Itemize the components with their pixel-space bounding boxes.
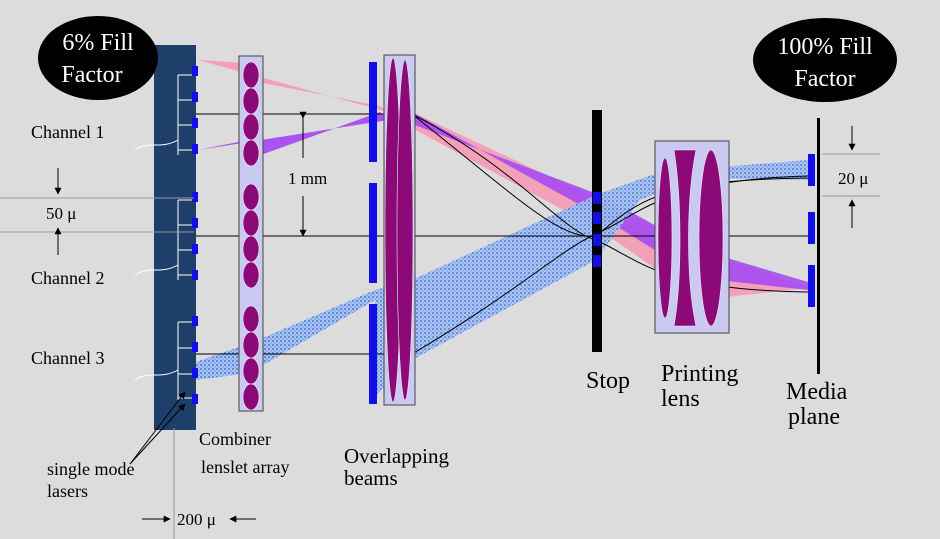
stop-label: Stop bbox=[586, 368, 630, 394]
fill-factor-badge-100-line1: 100% Fill bbox=[777, 34, 873, 60]
overlap-label-line2: beams bbox=[344, 466, 398, 490]
pitch-label: 50 μ bbox=[46, 204, 76, 223]
stop bbox=[592, 110, 602, 352]
fill-factor-badge-6-line2: Factor bbox=[61, 62, 122, 88]
emitter-leads bbox=[134, 74, 192, 400]
channel-1-label: Channel 1 bbox=[31, 122, 105, 142]
media-plane bbox=[808, 118, 820, 374]
combiner-lenslets bbox=[242, 61, 260, 411]
channel-spacing-label: 1 mm bbox=[288, 169, 327, 188]
fill-factor-badge-100-line2: Factor bbox=[794, 66, 855, 92]
lasers-label-line2: lasers bbox=[47, 481, 88, 501]
printing-lens-label-line1: Printing bbox=[661, 361, 738, 387]
dim-20u-marker bbox=[822, 126, 880, 228]
dim-50u-marker bbox=[0, 168, 194, 255]
fill-factor-badge-6 bbox=[38, 16, 158, 100]
dim-200u-marker bbox=[142, 428, 256, 539]
media-plane-label-line1: Media bbox=[786, 379, 848, 405]
combiner-label-line1: Combiner bbox=[199, 429, 271, 449]
channel-3-dotted-beam-in bbox=[196, 290, 375, 380]
fill-factor-badge-6-line1: 6% Fill bbox=[62, 30, 134, 56]
channel-3-dotted-beam-out bbox=[375, 160, 808, 396]
lasers-label-line1: single mode bbox=[47, 459, 135, 479]
channel-2-label: Channel 2 bbox=[31, 268, 105, 288]
laser-pointer-lines bbox=[129, 391, 186, 465]
channel-1-pink-beam bbox=[198, 60, 388, 112]
media-plane-label-line2: plane bbox=[788, 404, 840, 430]
combiner-label-line2: lenslet array bbox=[201, 457, 289, 477]
overlap-lenses bbox=[384, 57, 414, 403]
overlap-apertures bbox=[369, 62, 377, 404]
emitter-stripes bbox=[192, 66, 198, 404]
channel-1-purple-beam bbox=[198, 112, 388, 156]
printing-lens-label-line2: lens bbox=[661, 386, 700, 412]
printing-lens-elements bbox=[657, 149, 724, 327]
spot-size-label: 20 μ bbox=[838, 169, 868, 188]
fill-factor-badge-100 bbox=[753, 18, 897, 102]
array-width-label: 200 μ bbox=[177, 510, 216, 529]
laser-array bbox=[154, 45, 196, 430]
overlap-label-line1: Overlapping bbox=[344, 444, 449, 468]
channel-3-label: Channel 3 bbox=[31, 348, 105, 368]
